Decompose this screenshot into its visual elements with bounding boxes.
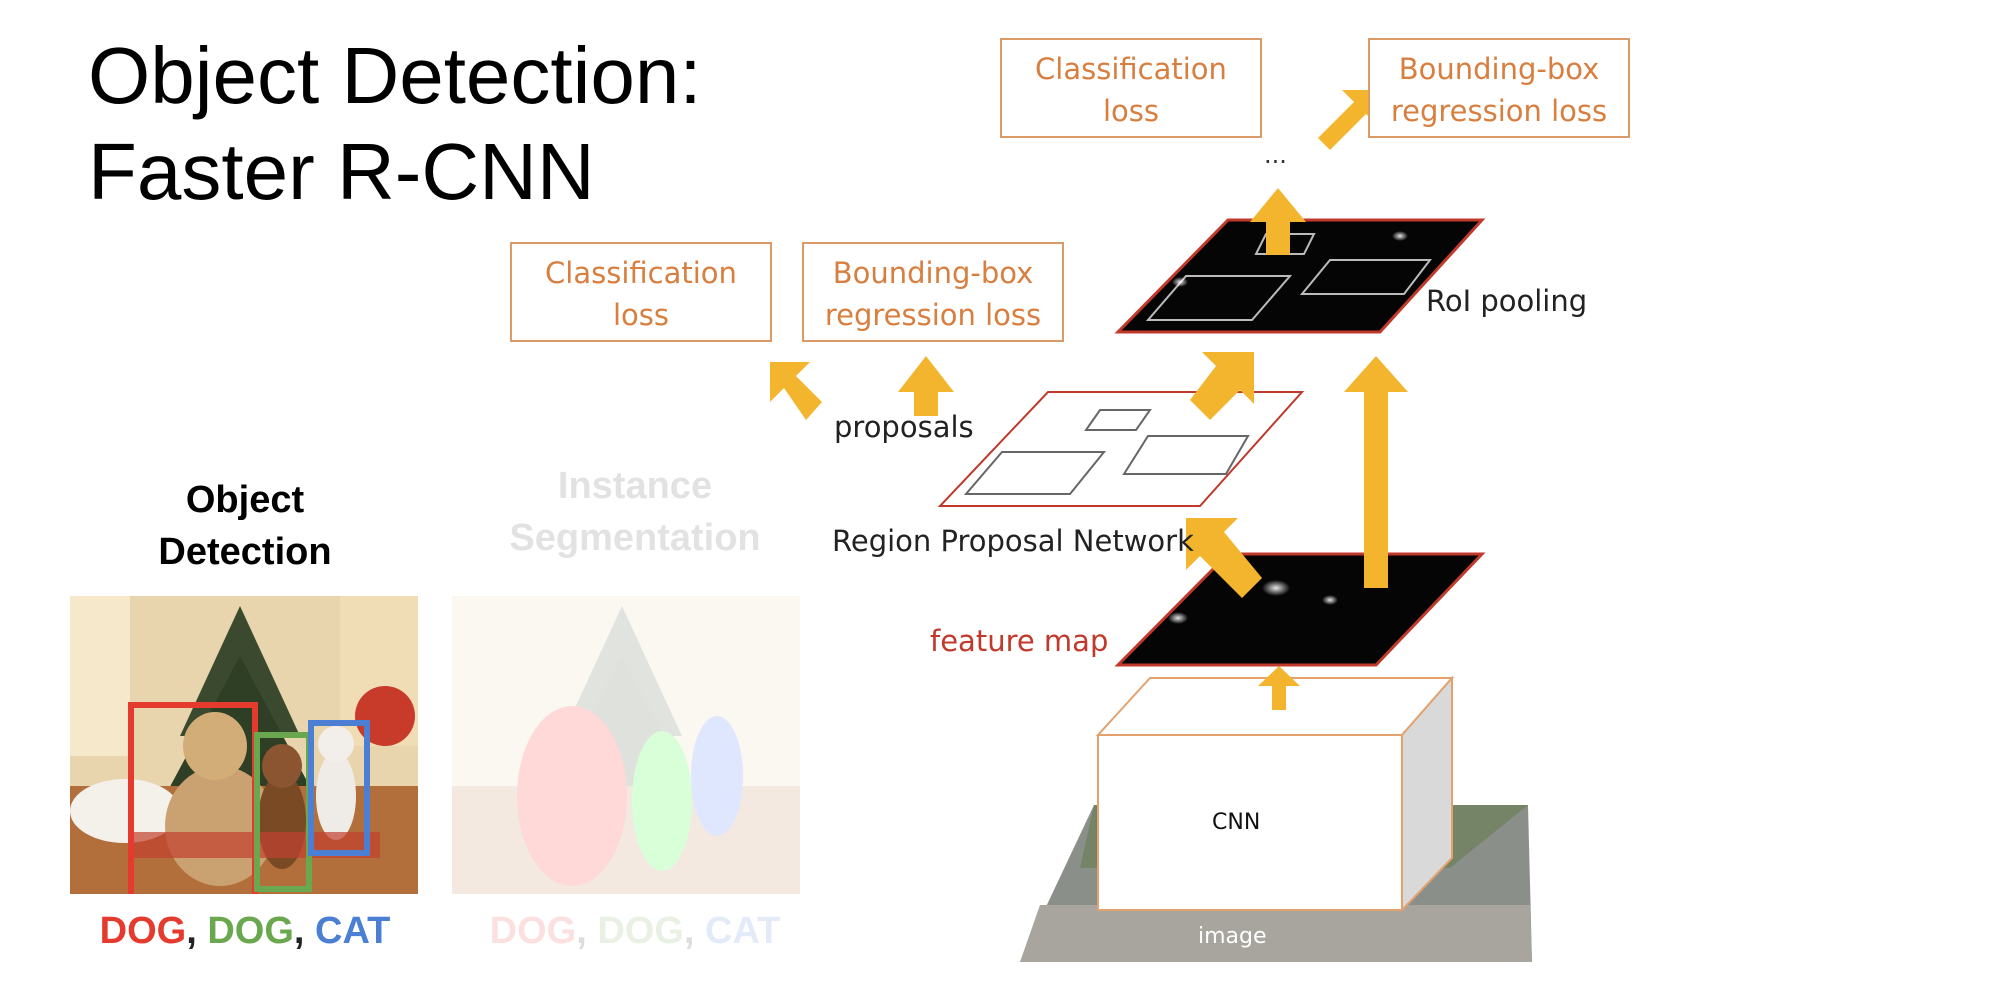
top-classification-loss-line2: loss	[1102, 94, 1160, 128]
arrow-to-top-bbox	[1318, 90, 1378, 150]
feature-map-plane	[1114, 552, 1486, 667]
arrow-to-rpn-bbox	[898, 356, 954, 416]
cnn-label: CNN	[1212, 810, 1261, 835]
object-detection-labels: DOG, DOG, CAT	[60, 910, 430, 953]
seg-label-dog1: DOG	[489, 910, 577, 952]
region-proposal-network-label: Region Proposal Network	[832, 524, 1194, 558]
seg-label-sep1: ,	[576, 910, 598, 952]
instance-segmentation-panel: Instance Segmentation DOG, DOG, CAT	[450, 460, 820, 980]
instance-segmentation-heading: Instance Segmentation	[470, 460, 800, 564]
object-detection-photo	[70, 596, 418, 894]
roi-pooling-plane	[1114, 218, 1486, 334]
top-classification-loss-line1: Classification	[1035, 52, 1227, 86]
rpn-classification-loss-line2: loss	[612, 298, 670, 332]
instance-segmentation-heading-line1: Instance	[557, 465, 713, 507]
slide-title-line2: Faster R-CNN	[88, 127, 595, 216]
slide-title-line1: Object Detection:	[88, 31, 702, 120]
arrow-to-rpn-classification	[770, 362, 822, 420]
arrow-feature-to-roi	[1344, 356, 1408, 588]
label-dog2: DOG	[207, 910, 294, 952]
instance-segmentation-photo	[452, 596, 800, 894]
seg-label-dog2: DOG	[597, 910, 684, 952]
rpn-bbox-loss-line2: regression loss	[824, 298, 1042, 332]
proposals-label: proposals	[834, 410, 974, 444]
top-bbox-loss-line1: Bounding-box	[1398, 52, 1600, 86]
instance-segmentation-heading-line2: Segmentation	[509, 517, 761, 559]
feature-map-label: feature map	[930, 624, 1109, 658]
rpn-bbox-loss-line1: Bounding-box	[832, 256, 1034, 290]
cat-bounding-box	[308, 720, 370, 856]
rpn-classification-loss-box: Classification loss	[510, 242, 772, 342]
arrow-rpn-to-roi	[1190, 352, 1254, 420]
object-detection-heading-line2: Detection	[158, 531, 332, 573]
object-detection-heading: Object Detection	[120, 474, 370, 578]
proposal-plane	[937, 391, 1305, 507]
seg-label-sep2: ,	[683, 910, 706, 952]
roi-pooling-label: RoI pooling	[1426, 284, 1588, 318]
rpn-bbox-regression-loss-box: Bounding-box regression loss	[802, 242, 1064, 342]
arrow-roi-to-output	[1250, 188, 1306, 255]
ellipsis: ...	[1264, 141, 1287, 169]
object-detection-heading-line1: Object	[185, 479, 305, 521]
label-sep1: ,	[186, 910, 208, 952]
instance-segmentation-labels: DOG, DOG, CAT	[450, 910, 820, 953]
rpn-classification-loss-line1: Classification	[545, 256, 737, 290]
top-classification-loss-box: Classification loss	[1000, 38, 1262, 138]
segmentation-illustration	[452, 596, 800, 894]
arrow-cnn-to-feature	[1258, 666, 1300, 710]
cnn-box	[1095, 675, 1455, 913]
seg-label-cat: CAT	[705, 910, 781, 952]
label-sep2: ,	[293, 910, 316, 952]
top-bbox-loss-line2: regression loss	[1390, 94, 1608, 128]
slide-title: Object Detection: Faster R-CNN	[88, 28, 702, 220]
label-cat: CAT	[315, 910, 391, 952]
image-label: image	[1198, 924, 1267, 949]
top-bbox-regression-loss-box: Bounding-box regression loss	[1368, 38, 1630, 138]
arrow-feature-to-rpn	[1186, 518, 1262, 598]
label-dog1: DOG	[99, 910, 187, 952]
